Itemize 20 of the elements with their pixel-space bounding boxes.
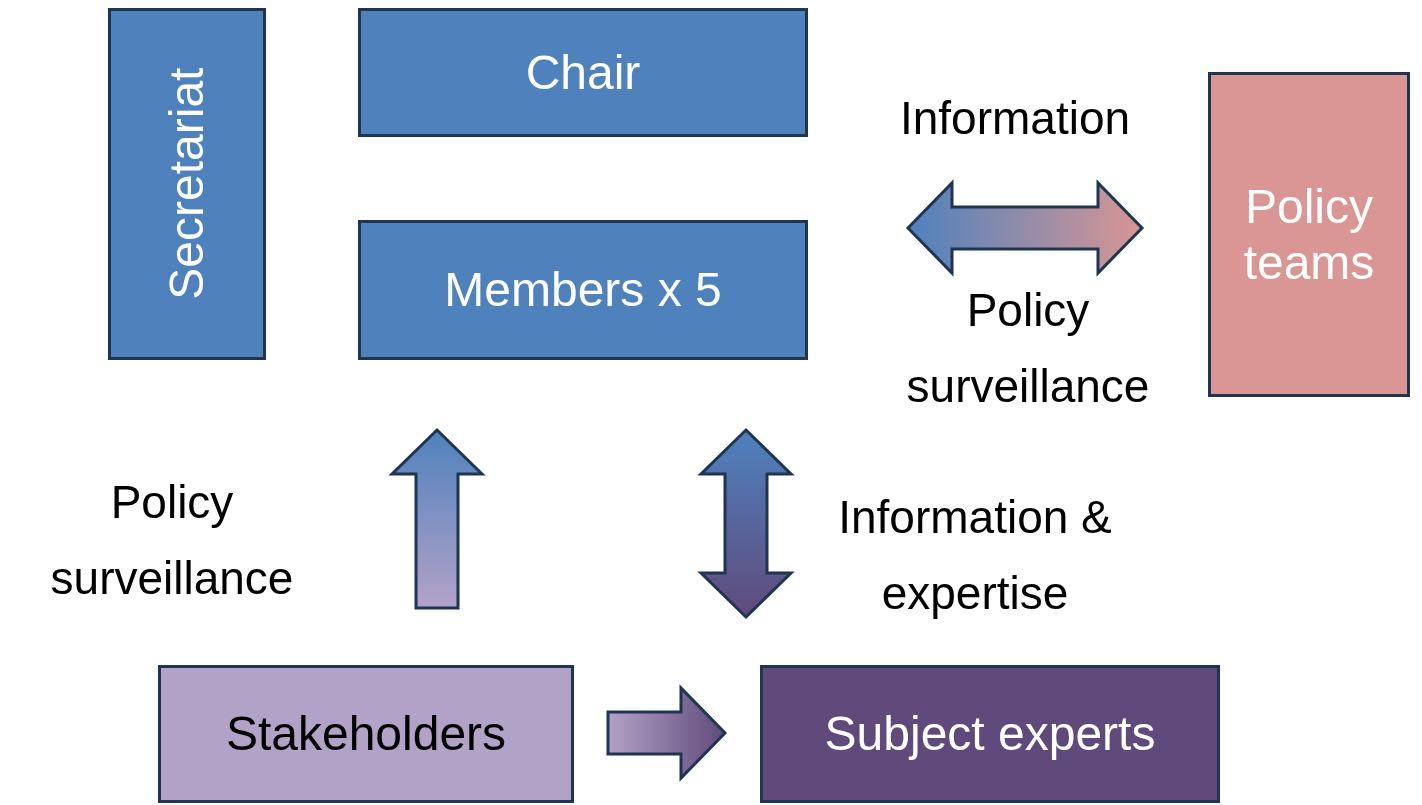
block-arrow bbox=[905, 179, 1145, 277]
edge-label: Information bbox=[898, 91, 1132, 146]
process-box bbox=[358, 8, 808, 137]
block-arrow bbox=[697, 427, 795, 620]
node-label: Chair bbox=[525, 44, 641, 101]
process-box bbox=[158, 665, 574, 803]
node-label: Subject experts bbox=[824, 706, 1156, 762]
edge-label: Policy surveillance bbox=[49, 475, 295, 606]
node-label: Stakeholders bbox=[225, 706, 507, 762]
process-box bbox=[108, 8, 266, 360]
process-box bbox=[1208, 72, 1410, 397]
text-label: Policy surveillance bbox=[905, 283, 1151, 414]
block-arrow bbox=[606, 684, 728, 782]
edge-label: Information & expertise bbox=[837, 490, 1113, 621]
process-box bbox=[358, 220, 808, 360]
process-box bbox=[760, 665, 1220, 803]
node-label: Members x 5 bbox=[444, 262, 722, 318]
node-label: Secretariat bbox=[159, 67, 215, 301]
node-label: Policy teams bbox=[1242, 179, 1376, 290]
block-arrow bbox=[388, 427, 486, 610]
